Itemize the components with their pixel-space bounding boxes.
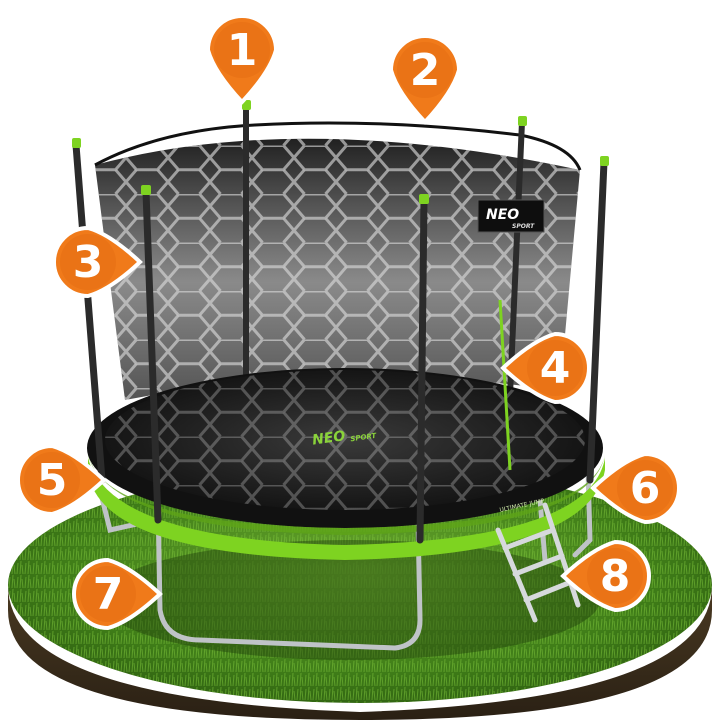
marker-inner-shade [24,452,80,508]
callout-markers: 1 2 3 4 5 6 7 8 [16,14,681,631]
marker-number: 5 [37,455,68,506]
callout-marker-7: 7 [72,557,163,631]
marker-inner-shade [587,548,643,604]
front-poles [72,141,608,544]
callout-marker-2: 2 [388,34,462,125]
net-hex-pattern [95,138,580,400]
callout-marker-4: 4 [500,331,591,405]
callout-marker-6: 6 [590,451,681,525]
marker-number: 4 [540,343,571,394]
marker-inner-shade [617,460,673,516]
ladder [495,502,581,623]
location-pin-icon [52,225,143,299]
svg-text:SPORT: SPORT [512,223,535,230]
spring-pad [88,458,605,560]
marker-inner-shade [397,42,453,98]
marker-number: 1 [227,25,258,76]
svg-text:SPORT: SPORT [350,432,378,444]
marker-number: 8 [600,551,631,602]
callout-marker-1: 1 [205,14,279,105]
marker-number: 6 [630,463,661,514]
net-top-ring [94,121,582,171]
marker-inner-shade [527,340,583,396]
net-zipper [498,299,512,471]
location-pin-icon [560,539,651,613]
marker-number: 2 [410,45,441,96]
callout-marker-8: 8 [560,539,651,613]
location-pin-icon [72,557,163,631]
location-pin-icon [590,451,681,525]
location-pin-icon [16,443,107,517]
marker-number: 7 [93,569,124,620]
trampoline-shadow [100,540,600,660]
svg-text:NEO: NEO [486,207,519,223]
svg-text:NEO: NEO [311,428,346,448]
mat-brand-logo: NEO SPORT [311,428,378,448]
marker-inner-shade [80,566,136,622]
location-pin-icon [500,331,591,405]
callout-marker-5: 5 [16,443,107,517]
marker-number: 3 [73,237,104,288]
callout-marker-3: 3 [52,225,143,299]
location-pin-icon [388,34,462,125]
marker-inner-shade [60,234,116,290]
marker-inner-shade [214,22,270,78]
net-brand-tag: NEO SPORT [477,199,545,233]
location-pin-icon [205,14,279,105]
jumping-mat [87,368,603,528]
